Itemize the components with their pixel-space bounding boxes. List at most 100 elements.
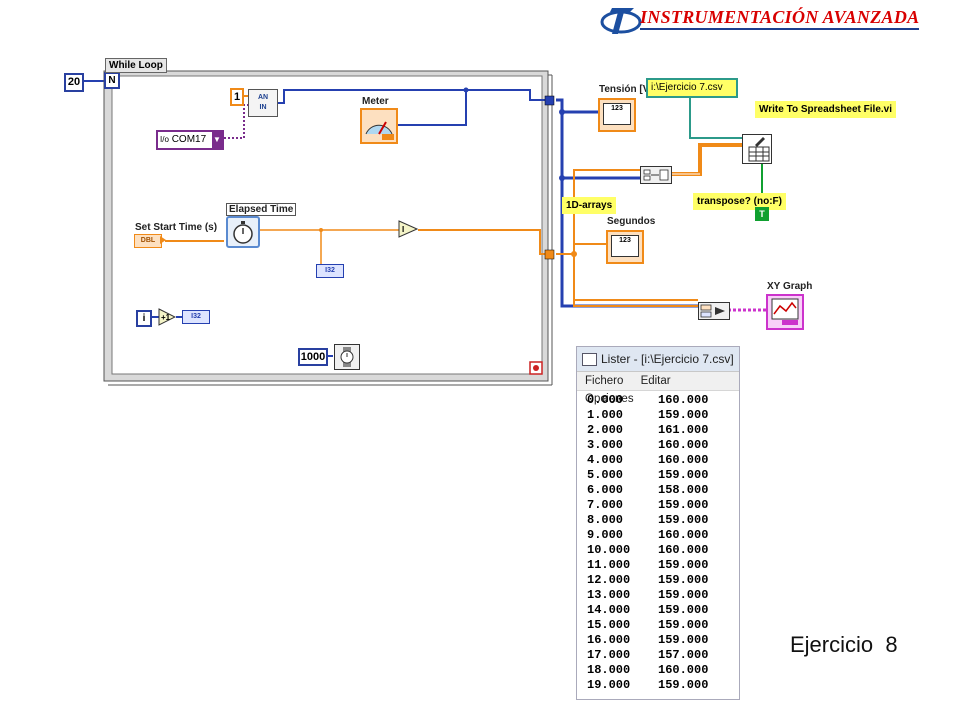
table-row: 2.000 161.000 [577,423,739,438]
page-title: INSTRUMENTACIÓN AVANZADA [640,6,920,30]
time-cell: 13.000 [587,588,631,602]
lister-menu-bar: Fichero Editar Opciones [577,372,739,405]
lister-window[interactable]: Lister - [i:\Ejercicio 7.csv] Fichero Ed… [576,346,740,700]
tension-label: Tensión [V] [599,84,653,95]
while-loop-label[interactable]: While Loop [105,58,167,73]
time-cell: 9.000 [587,528,624,542]
value-cell: 159.000 [658,603,709,617]
value-cell: 157.000 [658,648,709,662]
time-cell: 17.000 [587,648,631,662]
analog-input-node[interactable]: AN IN [248,89,278,117]
table-row: 17.000 157.000 [577,648,739,663]
true-value: T [759,209,765,219]
elapsed-time-label: Elapsed Time [226,203,297,216]
lister-title-bar[interactable]: Lister - [i:\Ejercicio 7.csv] [577,347,739,372]
com-port-constant[interactable]: I/o COM17 ▼ [156,130,224,150]
loop-count-constant[interactable]: 20 [64,73,84,92]
time-cell: 2.000 [587,423,624,437]
value-cell: 160.000 [658,528,709,542]
table-row: 15.000 159.000 [577,618,739,633]
table-row: 8.000 159.000 [577,513,739,528]
chevron-down-icon[interactable]: ▼ [212,132,222,148]
meter-terminal[interactable] [360,108,398,144]
time-cell: 15.000 [587,618,631,632]
time-cell: 8.000 [587,513,624,527]
indicator-digits-2: 123 [619,237,631,244]
time-cell: 14.000 [587,603,631,617]
const-one[interactable]: 1 [230,88,244,106]
xy-graph-label: XY Graph [767,281,813,292]
analog-node-line2: IN [259,104,267,111]
segundos-indicator[interactable]: 123 [606,230,644,264]
value-cell: 159.000 [658,633,709,647]
path-constant[interactable]: i:\Ejercicio 7.csv [646,78,738,98]
time-cell: 6.000 [587,483,624,497]
wait-ms-node[interactable] [334,344,360,370]
start-time-control[interactable]: DBL [134,234,162,248]
elapsed-time-express-vi[interactable] [226,216,260,248]
menu-fichero[interactable]: Fichero [585,375,624,387]
array-icon: 123 [603,103,631,125]
value-cell: 160.000 [658,453,709,467]
value-cell: 159.000 [658,618,709,632]
iteration-terminal[interactable]: i [136,310,152,327]
value-cell: 160.000 [658,393,709,407]
build-array-node[interactable] [640,166,672,184]
bundle-icon [700,304,725,318]
true-constant[interactable]: T [755,207,769,221]
time-cell: 7.000 [587,498,624,512]
elapsed-i32-indicator[interactable]: I32 [316,264,344,278]
transpose-label: transpose? (no:F) [693,193,786,210]
value-cell: 159.000 [658,588,709,602]
watch-icon [340,347,354,367]
meter-gauge-icon [365,121,394,140]
increment-node[interactable]: +1 [158,308,177,326]
xy-graph-terminal[interactable] [766,294,804,330]
svg-text:+1: +1 [161,313,171,322]
triangle-convert-icon: I [398,220,419,238]
value-cell: 159.000 [658,498,709,512]
tension-indicator[interactable]: 123 [598,98,636,132]
table-row: 13.000 159.000 [577,588,739,603]
indicator-digits: 123 [611,105,623,112]
value-cell: 161.000 [658,423,709,437]
analog-node-line1: AN [257,94,269,101]
value-cell: 159.000 [658,573,709,587]
build-array-icon [643,169,669,181]
time-cell: 19.000 [587,678,631,692]
value-cell: 159.000 [658,558,709,572]
table-row: 0.000 160.000 [577,393,739,408]
path-value: i:\Ejercicio 7.csv [651,82,723,93]
dbl-tag: DBL [140,237,156,244]
value-cell: 159.000 [658,408,709,422]
arrays-label: 1D-arrays [562,197,617,214]
wait-constant[interactable]: 1000 [298,348,328,366]
increment-icon: +1 [158,308,177,326]
segundos-label: Segundos [607,216,656,227]
convert-node[interactable]: I [398,220,419,238]
time-cell: 10.000 [587,543,631,557]
menu-opciones[interactable]: Opciones [585,393,634,405]
value-cell: 159.000 [658,513,709,527]
write-spreadsheet-label: Write To Spreadsheet File.vi [755,101,896,118]
slide-caption: Ejercicio 8 [790,632,898,657]
lister-app-icon [582,353,597,366]
menu-editar[interactable]: Editar [640,375,671,387]
iteration-i32-indicator[interactable]: I32 [182,310,210,324]
spreadsheet-pen-icon [748,137,770,162]
i32-tag-2: I32 [191,313,201,320]
loop-count-terminal[interactable]: N [104,72,120,89]
write-spreadsheet-node[interactable] [742,134,772,164]
bundle-node[interactable] [698,302,730,320]
time-cell: 12.000 [587,573,631,587]
time-cell: 16.000 [587,633,631,647]
time-cell: 0.000 [587,393,624,407]
